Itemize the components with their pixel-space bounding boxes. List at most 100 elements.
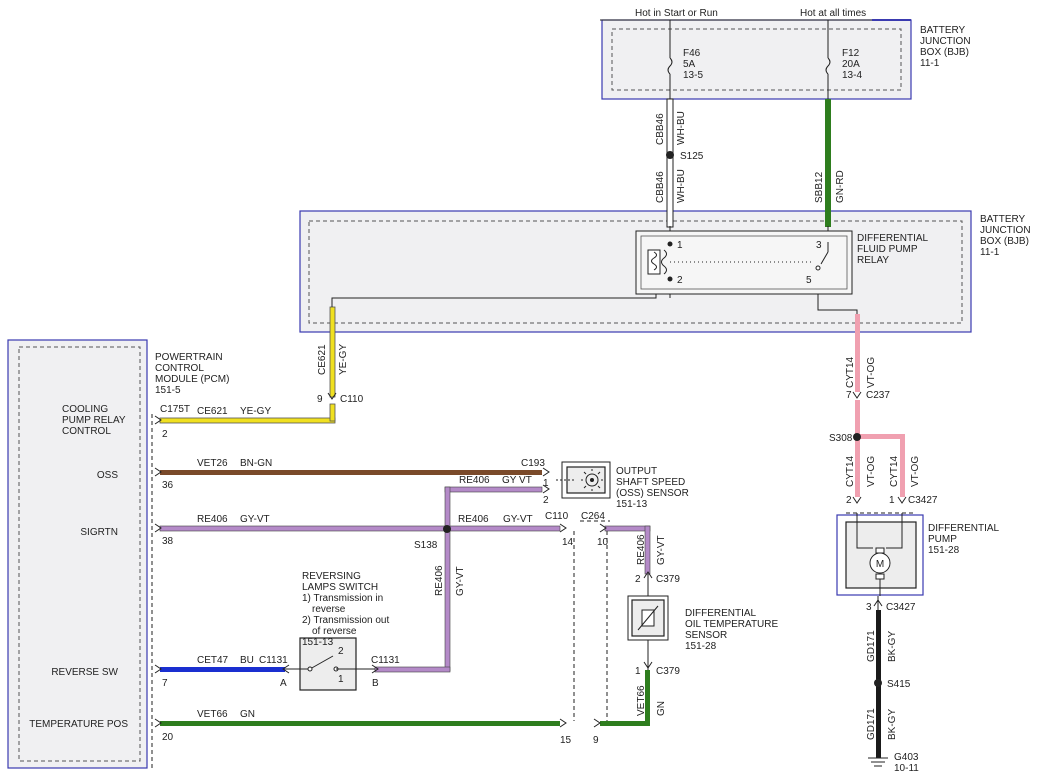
- ground-label-g403: G403: [894, 752, 919, 763]
- connector-c379-bottom: C379: [656, 666, 680, 677]
- c237-pin7: 7: [846, 390, 852, 401]
- differential-oil-temperature-sensor: [627, 595, 669, 641]
- pump-label-1: PUMP: [928, 534, 957, 545]
- pin-label-oss: OSS: [97, 470, 118, 481]
- connector-c3427-bottom: C3427: [886, 602, 916, 613]
- oil-temp-label-2: SENSOR: [685, 630, 727, 641]
- relay-pin3: 3: [816, 240, 822, 251]
- differential-pump: M: [836, 513, 924, 596]
- bjb-mid-label-0: BATTERY: [980, 214, 1026, 225]
- relay-label-2: RELAY: [857, 255, 889, 266]
- oss-sensor-label-1: SHAFT SPEED: [616, 477, 685, 488]
- differential-fluid-pump-relay: [635, 230, 853, 295]
- wire-label-ye-gy-v: YE-GY: [338, 344, 349, 375]
- oil-temp-label-3: 151-28: [685, 641, 717, 652]
- oss-pin2: 2: [543, 495, 549, 506]
- pcm-label-2: MODULE (PCM): [155, 374, 229, 385]
- reversing-label-3: reverse: [312, 604, 346, 615]
- connector-c1131-b: C1131: [371, 655, 400, 666]
- relay-pin1: 1: [677, 240, 683, 251]
- wire-label-vet66-v: VET66: [636, 685, 647, 716]
- wire-label-bn-gn: BN-GN: [240, 458, 272, 469]
- bjb-top-label-2: BOX (BJB): [920, 47, 969, 58]
- splices: [443, 151, 882, 687]
- c110-pin: 9: [317, 394, 323, 405]
- fuse-f46-ref: 13-5: [683, 70, 703, 81]
- reversing-label-2: 1) Transmission in: [302, 593, 383, 604]
- pcm-label-1: CONTROL: [155, 363, 204, 374]
- reversing-label-5: of reverse: [312, 626, 357, 637]
- relay-label-1: FLUID PUMP: [857, 244, 918, 255]
- c3427-pin3: 3: [866, 602, 872, 613]
- wire-label-vet26: VET26: [197, 458, 228, 469]
- oss-pin1: 1: [543, 478, 549, 489]
- wire-label-bu: BU: [240, 655, 254, 666]
- wire-label-wh-bu-b: WH-BU: [676, 169, 687, 203]
- pin-label-cooling-2: CONTROL: [62, 426, 111, 437]
- pin-temp: 20: [162, 732, 174, 743]
- connector-c193: C193: [521, 458, 545, 469]
- connector-c3427-top: C3427: [908, 495, 938, 506]
- wire-label-vt-og-c: VT-OG: [910, 456, 921, 487]
- wire-label-gy-vt-top: GY VT: [502, 475, 532, 486]
- pump-label-2: 151-28: [928, 545, 960, 556]
- c379-pin1: 1: [635, 666, 641, 677]
- wire-label-re406-top: RE406: [459, 475, 490, 486]
- pin-label-temperature-pos: TEMPERATURE POS: [29, 719, 128, 730]
- wire-ye-gy-vertical: [329, 306, 336, 398]
- connector-c110-b: C110: [545, 511, 569, 522]
- wire-label-gy-vt-a: GY-VT: [240, 514, 270, 525]
- c3427-pin1: 1: [889, 495, 895, 506]
- wire-label-cyt14-b: CYT14: [845, 455, 856, 487]
- ground-ref: 10-11: [894, 763, 919, 774]
- wire-vt-og-pump2: [855, 439, 860, 497]
- wire-gy-vt-switch: [444, 530, 451, 672]
- wire-label-ce621-h: CE621: [197, 406, 228, 417]
- oil-temp-label-1: OIL TEMPERATURE: [685, 619, 778, 630]
- pin-oss: 36: [162, 480, 174, 491]
- pump-label-0: DIFFERENTIAL: [928, 523, 1000, 534]
- connector-c1131-a: C1131: [259, 655, 288, 666]
- bjb-mid-label-1: JUNCTION: [980, 225, 1031, 236]
- fuse-f12-ref: 13-4: [842, 70, 862, 81]
- splice-s415: S415: [887, 679, 911, 690]
- bjb-top-label-1: JUNCTION: [920, 36, 971, 47]
- bjb-mid-label-3: 11-1: [980, 247, 1000, 258]
- switch-pin-b: B: [372, 678, 379, 689]
- oss-sensor-label-3: 151-13: [616, 499, 648, 510]
- reversing-label-6: 151-13: [302, 637, 334, 648]
- motor-letter: M: [876, 559, 884, 570]
- c3427-pin2: 2: [846, 495, 852, 506]
- oil-temp-label-0: DIFFERENTIAL: [685, 608, 757, 619]
- wire-label-re406-v: RE406: [434, 565, 445, 596]
- bjb-top-label-0: BATTERY: [920, 25, 966, 36]
- pcm-label-0: POWERTRAIN: [155, 352, 223, 363]
- wire-label-gn-h: GN: [240, 709, 255, 720]
- switch-pin1: 1: [338, 674, 344, 685]
- wire-label-vt-og-b: VT-OG: [866, 456, 877, 487]
- wire-label-cyt14-c: CYT14: [889, 455, 900, 487]
- wire-gy-vt-sigrtn: [159, 525, 561, 532]
- splice-s125: S125: [680, 151, 704, 162]
- pcm-label-3: 151-5: [155, 385, 181, 396]
- relay-label-0: DIFFERENTIAL: [857, 233, 929, 244]
- wire-label-cet47: CET47: [197, 655, 229, 666]
- wire-label-gy-vt-v: GY-VT: [455, 566, 466, 596]
- pin-label-sigrtn: SIGRTN: [80, 527, 118, 538]
- wire-label-gn-rd: GN-RD: [835, 170, 846, 203]
- wire-vt-og-pump1: [900, 434, 905, 497]
- wire-gy-vt-oss: [444, 486, 543, 493]
- wire-label-sbb12: SBB12: [814, 171, 825, 203]
- wire-label-re406-a: RE406: [197, 514, 228, 525]
- switch-pin2: 2: [338, 646, 344, 657]
- splice-s308: S308: [829, 433, 853, 444]
- ground-g403: [868, 757, 888, 767]
- supply-lines: [600, 19, 911, 99]
- wire-label-cyt14-a: CYT14: [845, 356, 856, 388]
- wire-wh-bu: [666, 98, 674, 228]
- wire-label-cbb46-a: CBB46: [655, 113, 666, 145]
- bjb-top-label-3: 11-1: [920, 58, 940, 69]
- wire-label-wh-bu-a: WH-BU: [676, 111, 687, 145]
- connector-c110: C110: [340, 394, 364, 405]
